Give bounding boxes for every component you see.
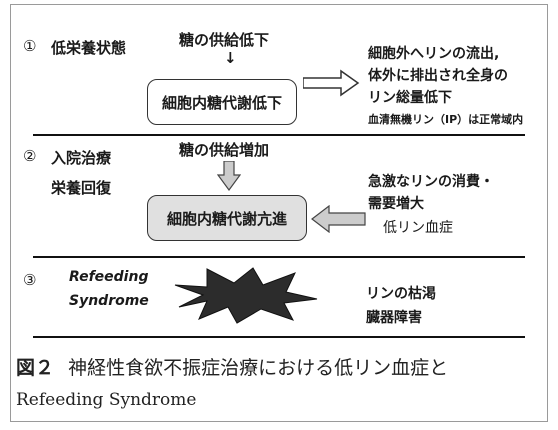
section2-outcome-line3: 低リン血症 xyxy=(383,220,453,236)
section1-box-label: 細胞内糖代謝低下 xyxy=(161,93,282,112)
section1-outcome-line3: リン総量低下 xyxy=(368,90,452,106)
caption-title-line2: Refeeding Syndrome xyxy=(16,390,197,410)
section1-right-arrow xyxy=(303,69,360,97)
section1-metabolism-box: 細胞内糖代謝低下 xyxy=(147,79,297,125)
starburst-icon xyxy=(174,267,318,324)
caption-title: 神経性食欲不振症治療における低リン血症と xyxy=(68,357,449,379)
section2-left-arrow xyxy=(311,205,366,233)
figure-caption: 図２ 神経性食欲不振症治療における低リン血症と Refeeding Syndro… xyxy=(16,352,546,416)
section1-note: 血清無機リン（IP）は正常域内 xyxy=(368,113,524,126)
section3-label-line2: Syndrome xyxy=(69,293,149,309)
section2-outcome-line1: 急激なリンの消費・ xyxy=(368,174,494,190)
section1-label: 低栄養状態 xyxy=(51,39,127,57)
section1-number: ① xyxy=(23,37,37,55)
section1-outcome-line2: 体外に排出され全身の xyxy=(368,68,508,84)
divider-1 xyxy=(33,134,525,136)
section1-outcome-line1: 細胞外へリンの流出, xyxy=(368,46,500,62)
section3-outcome-line2: 臓器障害 xyxy=(366,310,422,326)
section2-down-arrow xyxy=(217,161,241,191)
section2-number: ② xyxy=(23,147,37,165)
figure-frame: ① 低栄養状態 糖の供給低下 ↓ 細胞内糖代謝低下 細胞外へリンの流出, 体外に… xyxy=(10,4,548,422)
section3-outcome-line1: リンの枯渇 xyxy=(366,286,436,302)
section3-number: ③ xyxy=(23,271,37,289)
section2-label-line1: 入院治療 xyxy=(51,149,112,167)
section3-label-line1: Refeeding xyxy=(69,269,149,285)
divider-2 xyxy=(33,256,525,258)
figure-label: 図２ xyxy=(16,357,55,379)
section2-label-line2: 栄養回復 xyxy=(51,179,112,197)
section2-metabolism-box: 細胞内糖代謝亢進 xyxy=(147,195,307,241)
divider-3 xyxy=(33,336,525,338)
section1-supply-text: 糖の供給低下 xyxy=(179,31,270,49)
section2-supply-text: 糖の供給増加 xyxy=(179,141,270,159)
section1-down-arrow: ↓ xyxy=(224,49,237,67)
section2-box-label: 細胞内糖代謝亢進 xyxy=(166,209,287,228)
section2-outcome-line2: 需要増大 xyxy=(368,196,424,212)
